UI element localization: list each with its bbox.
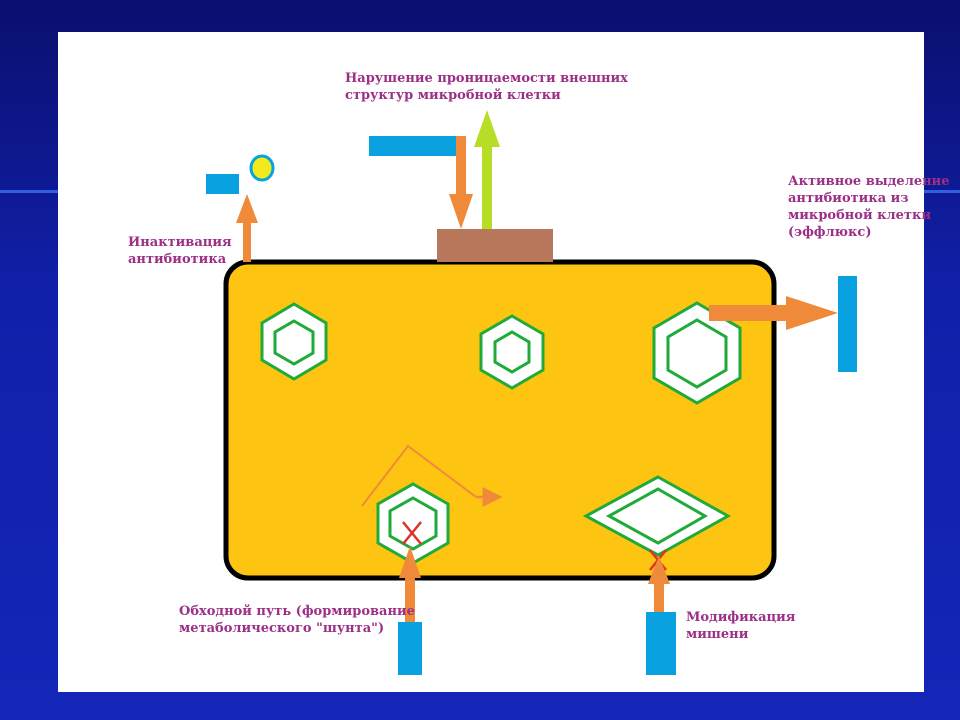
inactivation-arrow — [236, 194, 258, 262]
blocked-cross-bypass — [402, 521, 422, 545]
membrane-porin-block — [437, 229, 553, 262]
antibiotic-block-permeability — [369, 136, 456, 156]
target-hexagon-bypass — [376, 482, 450, 565]
slide-decoration-right — [920, 190, 960, 193]
target-rhombus-modified — [582, 475, 732, 557]
label-permeability: Нарушение проницаемости внешних структур… — [345, 71, 628, 103]
bypass-shunt-path — [361, 444, 477, 507]
label-bypass: Обходной путь (формирование метаболическ… — [179, 604, 415, 636]
target-hexagon-3 — [652, 301, 742, 405]
permeability-blocked-arrow — [474, 110, 500, 229]
target-hexagon-1 — [260, 302, 328, 381]
permeability-inward-arrow — [449, 136, 473, 229]
label-inactivation: Инактивация антибиотика — [128, 235, 232, 267]
antibiotic-block-efflux — [838, 276, 857, 372]
efflux-arrow — [709, 296, 838, 330]
antibiotic-block-inactivation — [206, 174, 239, 194]
label-target-modification: Модификация мишени — [686, 610, 796, 642]
slide-decoration-left — [0, 190, 70, 193]
inactivating-enzyme — [249, 154, 275, 182]
target-inward-arrow — [648, 556, 670, 612]
label-efflux: Активное выделение антибиотика из микроб… — [788, 174, 950, 240]
bypass-inward-arrow — [399, 546, 421, 622]
antibiotic-block-target — [646, 612, 676, 675]
target-hexagon-2 — [479, 314, 545, 390]
antibiotic-block-bypass — [398, 622, 422, 675]
